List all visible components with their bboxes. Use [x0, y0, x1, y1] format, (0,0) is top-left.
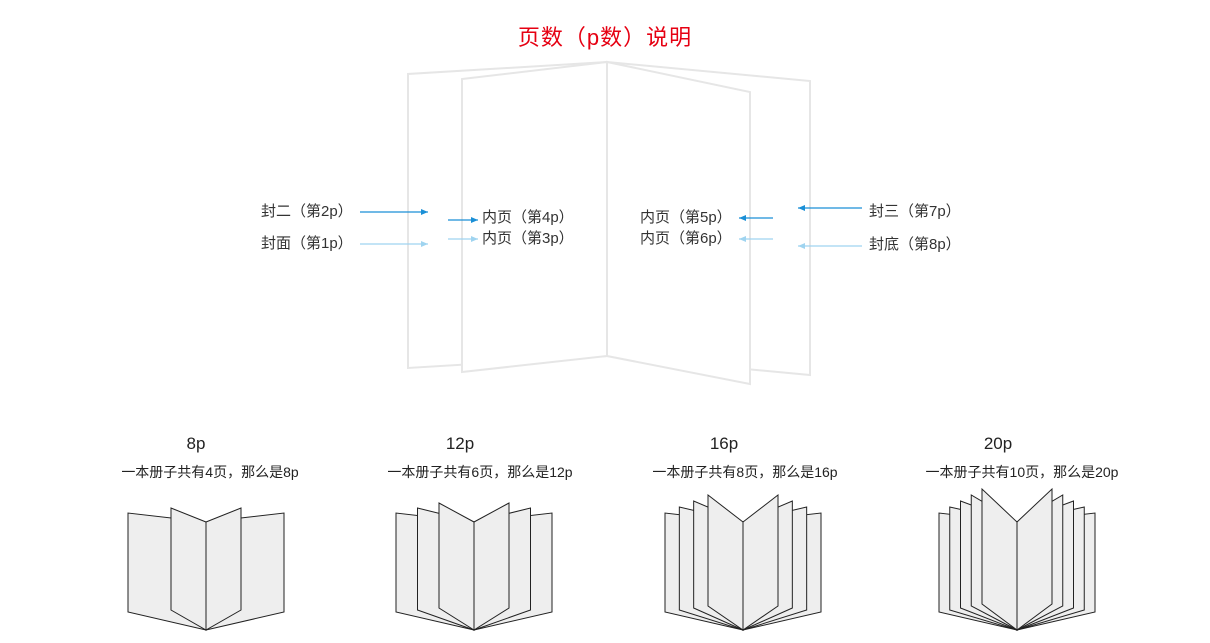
booklet-20p-desc: 一本册子共有10页，那么是20p [925, 464, 1119, 480]
label-cover1: 封面（第1p） [261, 235, 353, 252]
label-inner3: 内页（第3p） [482, 230, 574, 247]
booklet-8p-desc: 一本册子共有4页，那么是8p [121, 464, 299, 480]
page-title: 页数（p数）说明 [517, 25, 693, 50]
booklet-sheet-left [438, 502, 475, 631]
booklet-sheet-left [707, 493, 744, 631]
booklet-illustration-12p [395, 502, 553, 631]
booklet-illustration-20p [938, 487, 1096, 631]
label-inner4: 内页（第4p） [482, 209, 574, 226]
label-cover2: 封二（第2p） [261, 203, 353, 220]
booklet-sheet-right [473, 502, 510, 631]
booklet-illustration-8p [127, 507, 285, 631]
booklet-16p-desc: 一本册子共有8页，那么是16p [652, 464, 838, 480]
booklet-illustration-16p [664, 493, 822, 631]
booklet-sheet-right [1016, 487, 1053, 631]
booklet-sheet-left [170, 507, 207, 631]
booklet-12p-desc: 一本册子共有6页，那么是12p [387, 464, 573, 480]
booklet-20p-count: 20p [983, 434, 1013, 453]
booklet-16p-count: 16p [709, 434, 739, 453]
label-inner5: 内页（第5p） [640, 209, 732, 226]
label-cover3: 封三（第7p） [869, 203, 961, 220]
label-back: 封底（第8p） [869, 236, 961, 253]
label-inner6: 内页（第6p） [640, 230, 732, 247]
booklet-sheet-right [742, 493, 779, 631]
booklet-8p-count: 8p [186, 434, 206, 453]
booklet-sheet-right [205, 507, 242, 631]
inner-page-right [606, 60, 751, 386]
booklet-12p-count: 12p [445, 434, 475, 453]
